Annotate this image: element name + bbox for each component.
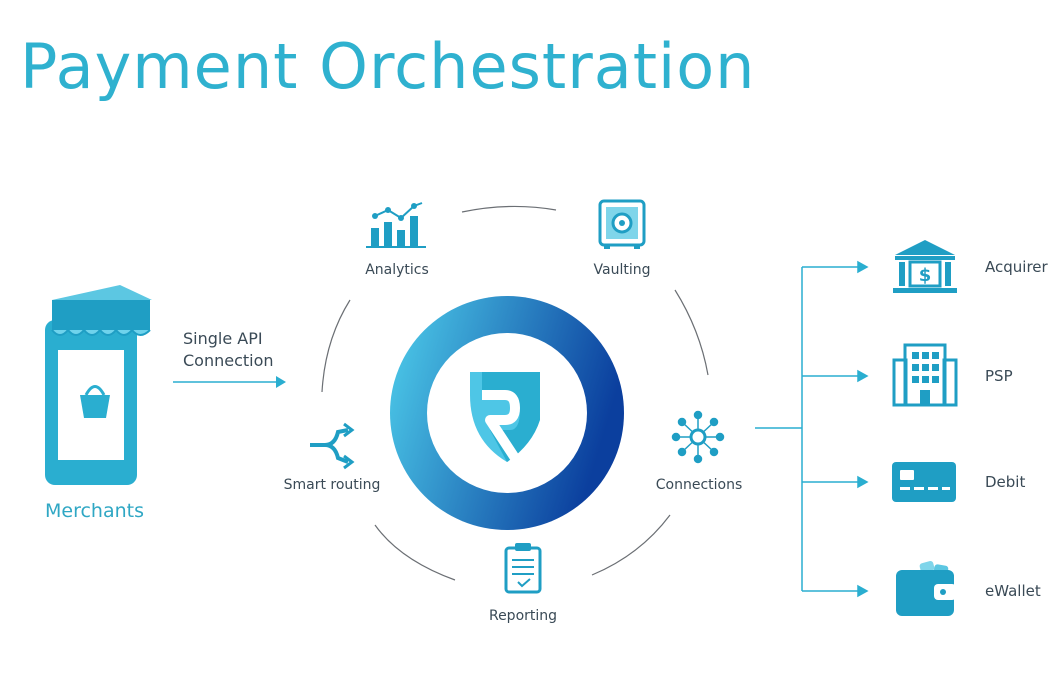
api-connection-label: Single API Connection xyxy=(183,328,274,372)
orbit-ring xyxy=(321,205,709,581)
analytics-icon xyxy=(366,202,426,248)
page-title: Payment Orchestration xyxy=(20,30,756,103)
destination-label-debit: Debit xyxy=(985,473,1026,491)
smart-routing-label: Smart routing xyxy=(283,477,381,493)
connections-label: Connections xyxy=(655,477,743,493)
reporting-label: Reporting xyxy=(488,608,558,624)
merchant-phone-icon xyxy=(45,285,152,485)
building-icon xyxy=(892,343,958,407)
smart-routing-icon xyxy=(310,422,355,470)
analytics-label: Analytics xyxy=(365,262,429,278)
api-line-1: Single API xyxy=(183,329,263,348)
merchants-label: Merchants xyxy=(45,500,144,522)
destination-label-psp: PSP xyxy=(985,367,1013,385)
card-icon xyxy=(892,462,956,502)
orchestrator-logo xyxy=(390,296,624,530)
api-line-2: Connection xyxy=(183,351,274,370)
connections-icon xyxy=(671,410,725,464)
destination-connector xyxy=(755,260,869,598)
wallet-icon xyxy=(896,561,956,616)
vault-icon xyxy=(598,199,646,249)
reporting-icon xyxy=(504,543,542,594)
vaulting-label: Vaulting xyxy=(593,262,651,278)
destination-label-acquirer: Acquirer xyxy=(985,258,1048,276)
destination-label-ewallet: eWallet xyxy=(985,582,1041,600)
api-connection-arrow xyxy=(173,376,286,388)
svg-text:$: $ xyxy=(919,265,932,286)
bank-icon: $ xyxy=(893,240,957,293)
